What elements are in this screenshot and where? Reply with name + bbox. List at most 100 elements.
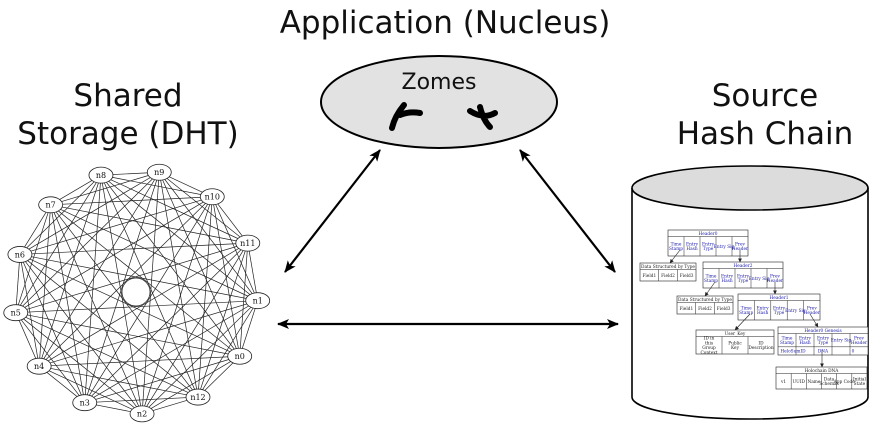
dht-edge	[50, 171, 160, 206]
dht-node-label: n11	[240, 239, 255, 248]
dht-edge	[19, 254, 258, 302]
zomes-ellipse: Zomes	[320, 55, 558, 149]
dht-edge	[84, 300, 258, 404]
dht-edge	[50, 196, 213, 206]
dht-edge	[39, 355, 240, 367]
arrow-app-to-dht	[284, 149, 381, 273]
chain-box-title: User_Key	[725, 332, 746, 337]
dht-edges	[15, 171, 259, 415]
chain-cell: v1	[780, 380, 786, 385]
dht-node-label: n0	[235, 352, 245, 361]
dht-node-n11: n11	[235, 234, 261, 252]
chain-cell: Field2	[661, 274, 675, 279]
chain-cell: Name	[807, 380, 820, 385]
dht-node-n10: n10	[199, 188, 225, 206]
dht-edge	[211, 196, 241, 357]
dht-node-n12: n12	[185, 388, 211, 406]
chain-cell: Field1	[679, 307, 693, 312]
chain-cell: Entry Sig	[749, 277, 770, 282]
title-shared-storage: Shared Storage (DHT)	[0, 77, 256, 153]
dht-edge	[197, 300, 258, 398]
chain-cell: Field3	[717, 307, 731, 312]
dht-edge	[15, 174, 102, 313]
chain-box-title: Data Structured by Type	[678, 298, 732, 303]
dht-edge	[19, 171, 160, 255]
dht-edge	[19, 174, 102, 255]
dht-node-n8: n8	[88, 166, 114, 184]
dht-node-label: n10	[205, 193, 220, 202]
dht-edge	[50, 204, 248, 244]
dht-edge	[19, 254, 199, 398]
dht-edge	[84, 242, 249, 403]
chain-link-arrow	[669, 249, 681, 264]
chain-box-title: Header2	[734, 264, 753, 269]
chain-value: 0	[852, 350, 855, 355]
dht-edge	[19, 254, 143, 415]
chain-box-title: Header1	[770, 296, 789, 301]
dht-edge	[247, 243, 259, 301]
chain-cell: App Code	[833, 380, 856, 385]
chain-cell: Field2	[698, 307, 712, 312]
dht-edge	[239, 243, 249, 357]
dht-edge	[197, 196, 213, 398]
arrow-app-to-chain	[519, 149, 616, 273]
chain-value: HeloSumID	[780, 350, 806, 355]
dht-node-n7: n7	[38, 196, 64, 214]
dht-node-label: n5	[11, 309, 21, 318]
dht-edge	[159, 172, 258, 301]
dht-edge	[15, 300, 258, 314]
dht-edge	[100, 174, 213, 198]
dht-edge	[84, 175, 102, 403]
dht-edge	[197, 243, 249, 398]
chain-cell: Entry Sig	[714, 245, 735, 250]
zome-glyph-2	[467, 104, 498, 130]
dht-edge	[19, 254, 240, 357]
dht-edge	[15, 312, 199, 398]
title-shared-storage-line1: Shared	[73, 78, 183, 114]
dht-node-label: n8	[96, 171, 106, 180]
dht-center-hole	[121, 277, 151, 307]
dht-edge	[39, 300, 258, 367]
title-shared-storage-line2: Storage (DHT)	[17, 116, 239, 152]
dht-edge	[15, 196, 213, 314]
dht-node-label: n9	[154, 168, 164, 177]
chain-link-arrow	[809, 313, 819, 328]
dht-node-label: n4	[34, 362, 44, 371]
dht-edge	[19, 204, 51, 255]
dht-edge	[15, 312, 40, 367]
chain-cell: Entry Sig	[785, 309, 806, 314]
dht-edge	[39, 365, 143, 415]
chain-box-title: Data Structured by Type	[641, 265, 695, 270]
chain-link-arrow	[734, 313, 751, 331]
dht-node-n5: n5	[3, 304, 29, 322]
chain-box-title: Holochain DNA	[805, 369, 840, 374]
title-source-hash-chain-line2: Hash Chain	[676, 116, 854, 152]
title-source-hash-chain: Source Hash Chain	[660, 77, 870, 153]
dht-node-n1: n1	[245, 292, 271, 310]
dht-node-n0: n0	[227, 347, 253, 365]
dht-edge	[19, 254, 40, 367]
dht-edge	[19, 196, 213, 255]
dht-node-label: n6	[15, 250, 25, 259]
chain-cell: Field1	[642, 274, 656, 279]
zome-glyph-1	[389, 102, 423, 131]
dht-edge	[158, 172, 241, 357]
